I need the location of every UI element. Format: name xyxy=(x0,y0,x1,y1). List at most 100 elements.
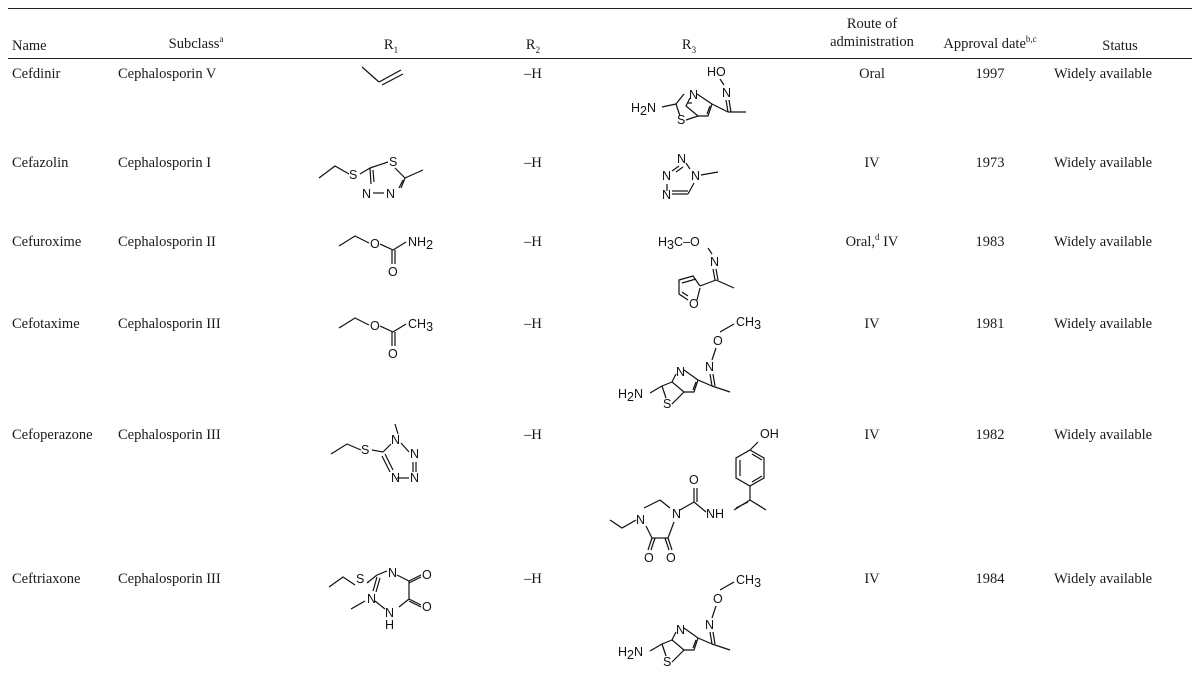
svg-text:S: S xyxy=(361,443,369,457)
svg-text:S: S xyxy=(663,397,671,411)
cell-approval-date: 1981 xyxy=(975,316,1005,332)
svg-text:CH3: CH3 xyxy=(736,573,761,590)
cell-status: Widely available xyxy=(1054,571,1153,587)
svg-text:N: N xyxy=(662,188,671,202)
cell-route: IV xyxy=(864,155,880,171)
svg-text:N: N xyxy=(362,187,371,201)
header-approval-date: Approval dateb,c xyxy=(943,34,1037,52)
svg-text:N: N xyxy=(677,152,686,166)
svg-text:N: N xyxy=(391,471,400,485)
r3-structure-piperazinedione-phenylglycine: OH NH O N N O O xyxy=(609,427,779,565)
cell-subclass: Cephalosporin I xyxy=(118,155,212,171)
svg-text:O: O xyxy=(666,551,676,565)
header-status: Status xyxy=(1102,38,1138,54)
svg-text:N: N xyxy=(636,513,645,527)
cell-r2: –H xyxy=(524,571,542,587)
svg-text:N: N xyxy=(385,606,394,620)
cell-r2: –H xyxy=(524,155,542,171)
svg-text:N: N xyxy=(710,255,719,269)
svg-text:NH2: NH2 xyxy=(408,235,433,252)
svg-text:O: O xyxy=(388,347,398,361)
cell-route: IV xyxy=(864,571,880,587)
svg-text:CH3: CH3 xyxy=(736,315,761,332)
svg-text:S: S xyxy=(677,113,685,127)
cell-name: Cefazolin xyxy=(12,155,69,171)
svg-text:NH: NH xyxy=(706,507,724,521)
cell-name: Cefdinir xyxy=(12,66,61,82)
r3-structure-aminothiazole-hydroxyimino: HO N N H2N S xyxy=(631,65,746,127)
svg-text:N: N xyxy=(722,86,731,100)
cell-approval-date: 1997 xyxy=(975,66,1005,82)
svg-text:N: N xyxy=(705,360,714,374)
svg-text:CH3: CH3 xyxy=(408,317,433,334)
svg-text:N: N xyxy=(386,187,395,201)
header-name: Name xyxy=(12,38,47,54)
cell-subclass: Cephalosporin III xyxy=(118,571,221,587)
svg-text:N: N xyxy=(676,365,685,379)
cell-status: Widely available xyxy=(1054,316,1153,332)
svg-text:HO: HO xyxy=(707,65,726,79)
cell-name: Cefuroxime xyxy=(12,234,82,250)
svg-text:O: O xyxy=(422,568,432,582)
r3-structure-aminothiazole-methoxyimino: CH3 O N N H2N S xyxy=(618,315,761,411)
r1-structure-thiadiazole: S S N N xyxy=(318,155,424,201)
cell-approval-date: 1973 xyxy=(975,155,1005,171)
cell-r2: –H xyxy=(524,234,542,250)
cell-name: Cefotaxime xyxy=(12,316,80,332)
cell-status: Widely available xyxy=(1054,66,1153,82)
svg-text:H2N: H2N xyxy=(618,387,643,404)
svg-text:O: O xyxy=(370,237,380,251)
r1-structure-acetoxy: O O CH3 xyxy=(338,317,433,361)
svg-text:O: O xyxy=(689,473,699,487)
cell-route: Oral xyxy=(859,66,885,82)
header-r2: R2 xyxy=(525,37,541,55)
r3-structure-aminothiazole-methoxyimino: CH3 O N N H2N S xyxy=(618,573,761,669)
cell-approval-date: 1983 xyxy=(975,234,1005,250)
svg-text:N: N xyxy=(705,618,714,632)
header-r3: R3 xyxy=(681,37,697,55)
cell-approval-date: 1984 xyxy=(975,571,1005,587)
header-subclass: Subclassa xyxy=(168,34,224,52)
table-top-rule xyxy=(8,8,1192,9)
svg-text:N: N xyxy=(410,471,419,485)
r1-structure-triazinedione: S N O O N H N xyxy=(328,566,432,632)
svg-text:O: O xyxy=(388,265,398,279)
svg-text:O: O xyxy=(689,297,699,311)
svg-text:N: N xyxy=(662,169,671,183)
svg-text:O: O xyxy=(713,592,723,606)
cell-r2: –H xyxy=(524,427,542,443)
svg-text:OH: OH xyxy=(760,427,779,441)
svg-text:N: N xyxy=(391,433,400,447)
table-header-rule xyxy=(8,58,1192,59)
svg-text:H2N: H2N xyxy=(618,645,643,662)
cell-name: Ceftriaxone xyxy=(12,571,81,587)
cell-r2: –H xyxy=(524,66,542,82)
r1-structure-methyltetrazolylthio: S N N N N xyxy=(330,423,419,485)
r3-structure-furyl-methoxyimino: H3C–O N O xyxy=(658,235,735,311)
cell-subclass: Cephalosporin III xyxy=(118,427,221,443)
svg-text:N: N xyxy=(689,88,698,102)
cell-route: IV xyxy=(864,427,880,443)
svg-text:O: O xyxy=(370,319,380,333)
cell-route: IV xyxy=(864,316,880,332)
cell-subclass: Cephalosporin II xyxy=(118,234,216,250)
svg-text:O: O xyxy=(422,600,432,614)
svg-text:S: S xyxy=(389,155,397,169)
cell-approval-date: 1982 xyxy=(975,427,1005,443)
r1-structure-carbamate: O O NH2 xyxy=(338,235,433,279)
cell-subclass: Cephalosporin III xyxy=(118,316,221,332)
svg-text:N: N xyxy=(367,592,376,606)
svg-text:O: O xyxy=(644,551,654,565)
header-r1: R1 xyxy=(383,37,399,55)
svg-text:H3C–O: H3C–O xyxy=(658,235,700,252)
cell-status: Widely available xyxy=(1054,427,1153,443)
cell-name: Cefoperazone xyxy=(12,427,93,443)
cell-status: Widely available xyxy=(1054,155,1153,171)
r1-structure-vinyl xyxy=(361,66,404,86)
r3-structure-methyltetrazole: N N N N xyxy=(662,152,719,202)
cell-route: Oral,d IV xyxy=(845,232,899,250)
svg-text:S: S xyxy=(356,572,364,586)
cell-subclass: Cephalosporin V xyxy=(118,66,217,82)
svg-text:O: O xyxy=(713,334,723,348)
